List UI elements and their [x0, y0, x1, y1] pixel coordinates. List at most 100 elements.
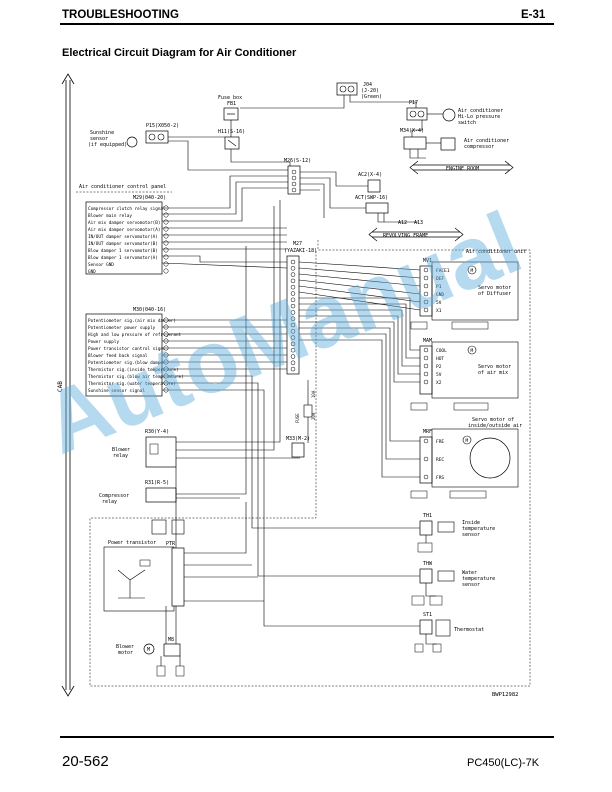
compressor-label-1: Air conditioner [464, 138, 509, 144]
r30-label: R30(Y-4) [145, 429, 169, 435]
m29-pin-label: GND [88, 269, 96, 275]
connector-pin [290, 272, 296, 277]
m29-pin-label: Air mix damper servomotor(B) [88, 220, 160, 226]
connector-pin [423, 299, 429, 305]
connector-pin [291, 169, 297, 175]
m29-pin-label: Compressor clutch relay signal [88, 206, 166, 212]
connector-pin [423, 379, 429, 385]
m27-sub-label: (YAZAKI-18) [284, 248, 317, 254]
servo-pin-label: P2 [436, 364, 442, 370]
blower-motor-1: Blower [116, 644, 134, 650]
fuse-rating-1: 10A [311, 390, 316, 398]
connector-pin [423, 355, 429, 361]
header-page-code: E-31 [521, 9, 546, 21]
m29-pin [163, 261, 169, 267]
thermistor-icon [437, 521, 455, 533]
figure-id: BWP12982 [492, 692, 519, 698]
connector-pin [290, 278, 296, 284]
header-section: TROUBLESHOOTING [62, 9, 179, 21]
ac2-connector: AC2(X-4) ACT(SWP-16) [355, 172, 389, 214]
m34-compressor: M34(X-4) Air conditioner compressor [400, 128, 509, 151]
connector-pin [423, 474, 429, 480]
comp-relay-1: Compressor [99, 493, 129, 499]
j04-sub: (J-20) [361, 88, 379, 94]
ac-unit-label: Air conditioner unit [466, 249, 526, 255]
connector-pin [290, 291, 296, 296]
sunshine-sensor: P15(X050-2) Sunshine sensor (if equipped… [88, 123, 179, 148]
sensor-icon [126, 136, 138, 148]
blower-relay-1: Blower [112, 447, 130, 453]
m30-pin-label: Power transistor control signal [88, 346, 169, 352]
m30-block: M30(040-16) Potentiometer sig.(air mix d… [85, 307, 184, 397]
ac2-label: AC2(X-4) [358, 172, 382, 178]
connector-pin [290, 303, 296, 309]
r31-label: R31(R-5) [145, 480, 169, 486]
fuse-box-label: Fuse box [218, 95, 242, 101]
p15-label: P15(X050-2) [146, 123, 179, 129]
m26-connector: M26(S-12) [284, 158, 311, 195]
mv1-label: MV1 [423, 258, 432, 264]
inside-sensor-3: sensor [462, 532, 480, 538]
m29-pin [163, 226, 169, 232]
fuse-rating-2: 20A [311, 412, 316, 420]
mam-motor-icon [467, 345, 477, 355]
sunshine-label-1: Sunshine [90, 130, 114, 136]
h11-label: H11(S-16) [218, 129, 245, 135]
m29-label: M29(040-20) [133, 195, 166, 201]
connector-pin [423, 267, 429, 273]
servo-pin-label: REC [436, 457, 444, 463]
water-sensor-1: Water [462, 570, 477, 576]
connector-pin [290, 360, 296, 366]
m29-pin-label: Air mix damper servomotor(A) [88, 227, 160, 233]
control-panel: Air conditioner control panel M29(040-20… [76, 184, 172, 275]
m30-pin-label: Thermistor sig.(blow air temperature) [88, 374, 184, 380]
connector-pin [423, 438, 429, 444]
connector-pin [423, 275, 429, 281]
m29-connector [85, 201, 163, 275]
m29-pin-label: Blower main relay [88, 213, 132, 219]
footer-rule [60, 736, 554, 738]
cab-boundary: CAB [57, 73, 75, 697]
servo-pin-label: 5V [436, 300, 442, 306]
m30-pin-label: Thermistor sig.(water temperature) [88, 381, 176, 387]
m30-pin-label: Power supply [88, 339, 119, 345]
m30-label: M30(040-16) [133, 307, 166, 313]
servo-inout-2: inside/outside air [468, 423, 522, 429]
m29-pin [163, 219, 169, 225]
compressor-label-2: compressor [464, 144, 494, 150]
servo-pin-label: FACE1 [436, 268, 450, 274]
m29-pin [163, 254, 169, 260]
connector-pin [290, 322, 296, 328]
ptr-label: PTR [166, 541, 176, 547]
act-label: ACT(SWP-16) [355, 195, 388, 201]
servo-airmix-2: of air mix [478, 370, 508, 376]
p17-connector: P17 Air conditioner Hi-Lo pressure switc… [406, 100, 503, 126]
page-title: Electrical Circuit Diagram for Air Condi… [62, 47, 297, 59]
m30-pin-label: High and low pressure of refrigerant [88, 332, 182, 338]
blower-motor-icon [143, 643, 155, 655]
a13-label: A13 [414, 220, 423, 226]
mrf-motor-m: M [466, 438, 469, 444]
st1-label: ST1 [423, 612, 432, 618]
fuse-label: FUSE [295, 413, 300, 423]
connector-pin [290, 259, 296, 265]
th1-label: TH1 [423, 513, 432, 519]
m30-pin-label: Potentiometer power supply [88, 325, 156, 331]
sunshine-label-3: (if equipped) [88, 142, 127, 148]
inside-sensor-2: temperature [462, 526, 495, 532]
connector-pin [423, 371, 429, 377]
damper-icon [469, 437, 511, 479]
m27-label: M27 [293, 241, 302, 247]
blower-motor-m: M [147, 647, 150, 653]
m29-pin [163, 247, 169, 253]
power-transistor-label: Power transistor [108, 540, 156, 546]
connector-pin [290, 354, 296, 359]
servo-pin-label: FRS [436, 475, 444, 481]
m29-pin [163, 268, 169, 274]
servo-pin-label: DEF [436, 276, 444, 282]
m30-pin-label: Potentiometer sig.(blow damper) [88, 360, 168, 366]
water-sensor-2: temperature [462, 576, 495, 582]
servo-pin-label: FRE [436, 439, 444, 445]
inside-sensor-1: Inside [462, 520, 480, 526]
